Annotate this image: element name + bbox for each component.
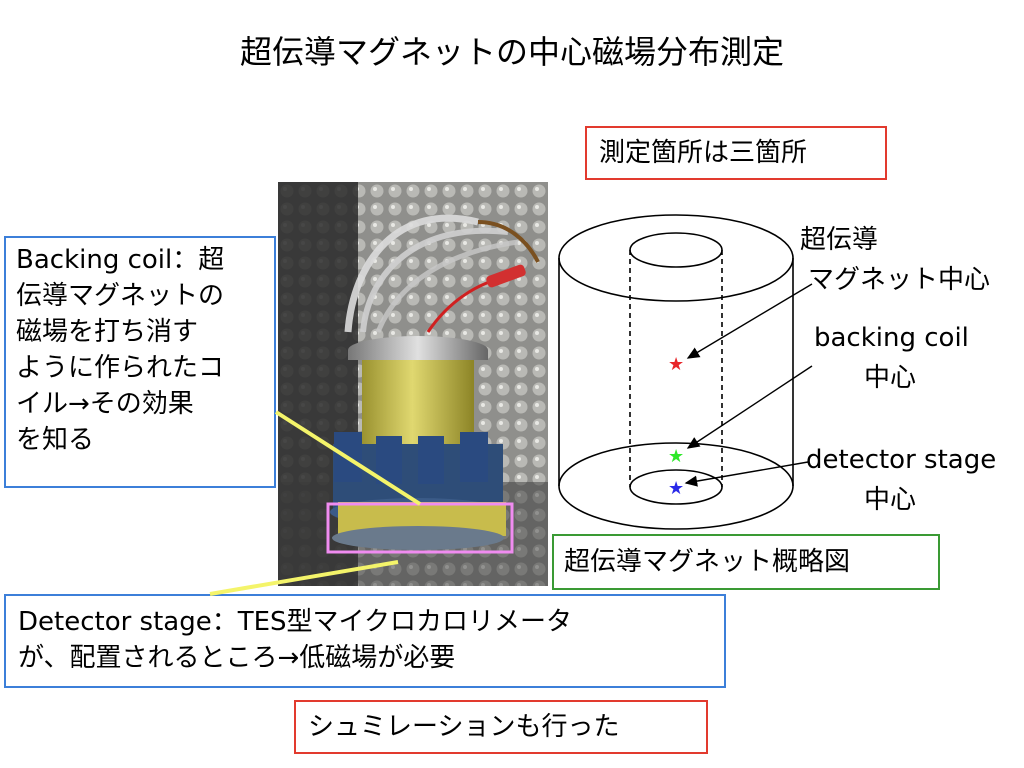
simulation-box: シュミレーションも行った [294,700,708,754]
label-detector-center-line1: detector stage [806,445,997,475]
backing-coil-line-1: Backing coil：超 [16,245,225,275]
star-backing-center-icon: ★ [668,446,684,467]
arrow-backing-center [686,365,813,449]
label-magnet-center-line1: 超伝導 [800,225,879,255]
outer-cylinder-bottom [558,485,794,530]
backing-coil-line-4: ように作られたコ [16,353,225,383]
backing-coil-line-2: 伝導マグネットの [16,281,225,311]
star-magnet-center-icon: ★ [668,354,684,375]
outer-cylinder-top [558,214,794,302]
arrow-detector-center [684,461,809,487]
slide-title: 超伝導マグネットの中心磁場分布測定 [239,33,784,71]
label-magnet-center-line2: マグネット中心 [808,265,991,295]
backing-coil-line-3: 磁場を打ち消す [16,317,199,347]
magnet-schematic: ★ ★ ★ [558,214,813,530]
label-detector-center-line2: 中心 [864,485,917,515]
arrow-magnet-center [686,283,813,359]
magnet-photo-image [278,182,548,586]
backing-coil-line-6: を知る [16,425,95,455]
backing-coil-line-5: イル→その効果 [16,389,194,419]
measure-points-text: 測定箇所は三箇所 [599,138,808,168]
label-backing-center-line1: backing coil [814,323,969,353]
detector-stage-line-1: Detector stage：TES型マイクロカロリメータ [18,607,573,637]
backing-coil-box: Backing coil：超 伝導マグネットの 磁場を打ち消す ように作られたコ… [4,236,276,488]
detector-stage-box: Detector stage：TES型マイクロカロリメータ が、配置されるところ… [4,594,726,688]
measure-points-box: 測定箇所は三箇所 [585,126,887,180]
schematic-caption-box: 超伝導マグネット概略図 [552,534,940,590]
label-backing-center-line2: 中心 [864,363,917,393]
schematic-caption-text: 超伝導マグネット概略図 [564,547,851,577]
detector-stage-line-2: が、配置されるところ→低磁場が必要 [18,643,456,673]
star-detector-center-icon: ★ [668,478,684,499]
simulation-text: シュミレーションも行った [308,712,620,742]
magnet-photo [278,182,548,586]
inner-bore-top [629,232,723,268]
